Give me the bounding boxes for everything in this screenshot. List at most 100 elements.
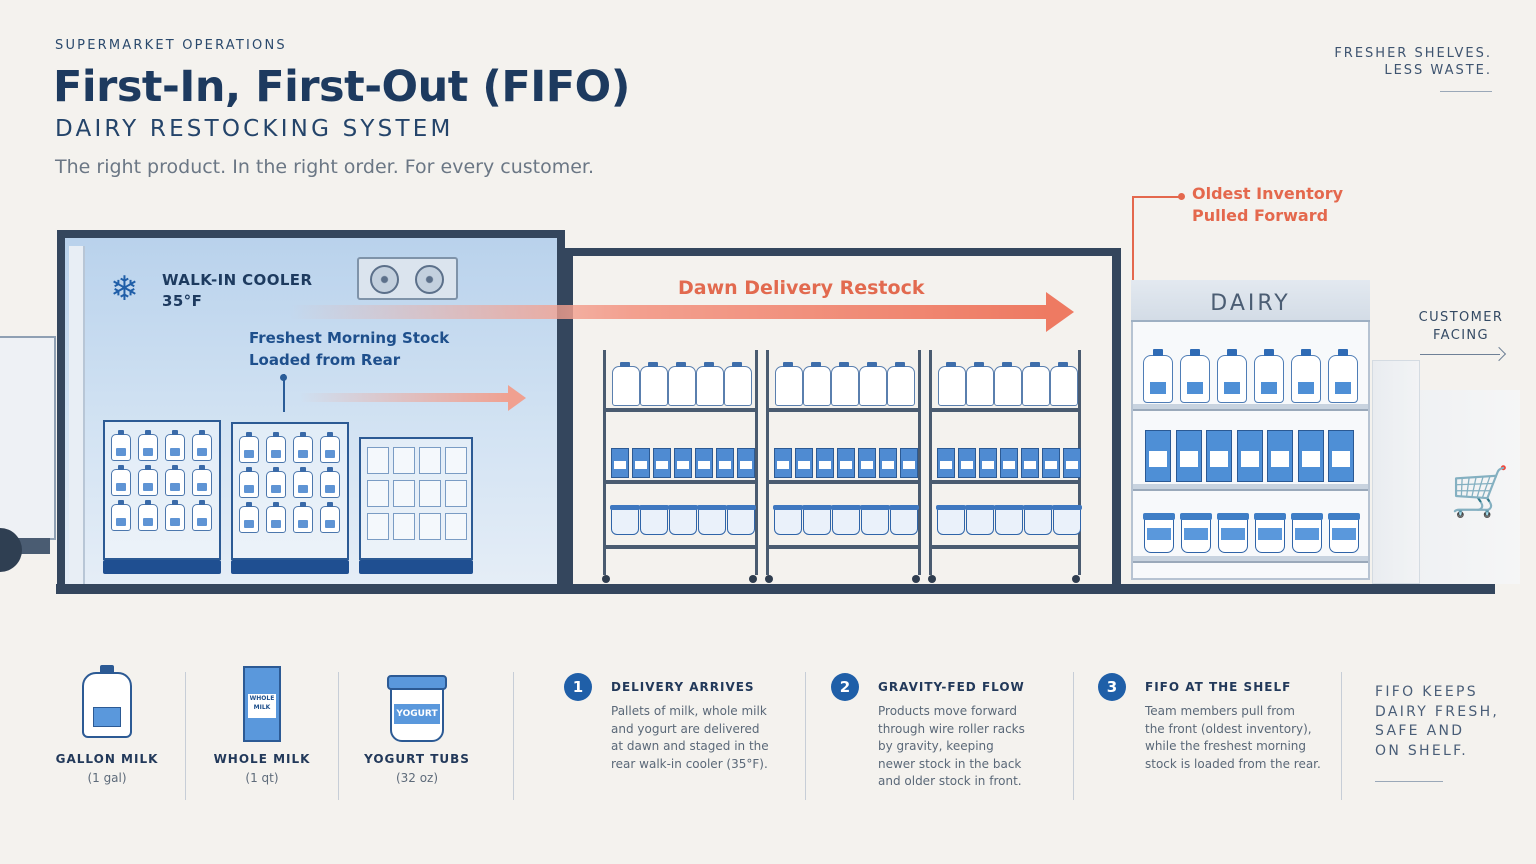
oldest-inventory-callout: Oldest Inventory Pulled Forward [1192, 183, 1343, 227]
step-body-line: by gravity, keeping [878, 739, 994, 754]
yogurt-case-icon [393, 447, 415, 474]
milk-carton-icon [1021, 448, 1039, 478]
step-body-line: Products move forward [878, 704, 1017, 718]
gallon-jug-icon [111, 465, 131, 496]
milk-carton-icon [737, 448, 755, 478]
oldest-callout-dot [1178, 193, 1185, 200]
fresh-stock-callout: Freshest Morning Stock Loaded from Rear [249, 327, 449, 371]
yogurt-tub-icon [610, 505, 640, 535]
dairy-case-header [1131, 280, 1370, 322]
gallon-jug-icon [165, 465, 185, 496]
milk-carton-icon [1236, 430, 1263, 482]
gravity-rack [928, 350, 1082, 583]
gallon-jug-icon [859, 362, 887, 406]
rack-wheel [928, 575, 936, 583]
rack-wheel [912, 575, 920, 583]
step-2-badge: 2 [831, 673, 859, 701]
corner-divider [1440, 91, 1492, 92]
milk-carton-icon [879, 448, 897, 478]
corner-note: FRESHER SHELVES. LESS WASTE. [1334, 45, 1492, 79]
milk-carton-icon [1042, 448, 1060, 478]
gallon-jug-icon [192, 465, 212, 496]
cooler-door-frame [69, 246, 85, 584]
gallon-jug-icon [165, 430, 185, 461]
customer-line-2: FACING [1432, 328, 1490, 343]
milk-carton-icon [1000, 448, 1018, 478]
gallon-jug-icon [165, 500, 185, 531]
gravity-rack [765, 350, 921, 583]
gallon-jug-icon [192, 430, 212, 461]
gallon-jug-icon [724, 362, 752, 406]
gallon-jug-icon [293, 502, 313, 533]
milk-carton-icon [1328, 430, 1354, 482]
floor-line [56, 584, 1495, 594]
closing-line: DAIRY FRESH, [1375, 703, 1500, 720]
gallon-jug-icon [803, 362, 831, 406]
gallon-jug-icon [1180, 349, 1210, 403]
milk-carton-icon [1206, 430, 1232, 482]
tagline: The right product. In the right order. F… [55, 156, 595, 178]
corner-note-line-2: LESS WASTE. [1384, 63, 1492, 78]
gallon-jug-icon [696, 362, 724, 406]
milk-carton-icon [774, 448, 792, 478]
milk-carton-icon [1145, 430, 1171, 482]
gallon-jug-icon [831, 362, 859, 406]
milk-carton-icon [958, 448, 976, 478]
yogurt-tub-icon [1143, 513, 1175, 553]
yogurt-case-icon [419, 480, 441, 507]
milk-carton-icon [653, 448, 671, 478]
gallon-jug-icon [1143, 349, 1173, 403]
loading-arrow-head [508, 385, 526, 411]
rack-shelf [606, 545, 755, 549]
gallon-jug-icon [1217, 349, 1247, 403]
yogurt-tub-icon [1254, 513, 1286, 553]
closing-line: SAFE AND [1375, 723, 1465, 739]
snowflake-icon: ❄ [110, 269, 139, 309]
gallon-jug-icon [138, 500, 158, 531]
rack-wheel [749, 575, 757, 583]
yogurt-tub-icon [802, 505, 832, 535]
gallon-pallet [103, 420, 221, 560]
yogurt-tub-icon [1023, 505, 1053, 535]
milk-carton-icon [243, 666, 281, 742]
rack-shelf [769, 408, 918, 412]
shopping-cart-icon: 🛒 [1450, 464, 1510, 520]
rack-wheel [765, 575, 773, 583]
gallon-jug-icon [1291, 349, 1321, 403]
corner-note-line-1: FRESHER SHELVES. [1334, 46, 1492, 61]
yogurt-case-icon [367, 480, 389, 507]
step-body-line: and older stock in front. [878, 774, 1022, 789]
gallon-jug-icon [239, 467, 259, 498]
gallon-jug-icon [320, 502, 340, 533]
store-aisle [1372, 360, 1420, 584]
dairy-case-title: DAIRY [1210, 291, 1291, 316]
step-3-body: Team members pull from the front (oldest… [1145, 703, 1321, 773]
step-body-line: at dawn and staged in the [611, 739, 769, 754]
milk-carton-icon [632, 448, 650, 478]
step-3-title: FIFO AT THE SHELF [1145, 680, 1292, 694]
loading-arrow [300, 393, 512, 402]
step-1-body: Pallets of milk, whole milk and yogurt a… [611, 703, 769, 773]
step-2-body: Products move forward through wire rolle… [878, 703, 1025, 791]
gallon-jug-icon [775, 362, 803, 406]
closing-line: ON SHELF. [1375, 742, 1468, 759]
step-body-line: Team members pull from [1145, 704, 1295, 718]
restock-arrow-head [1046, 292, 1074, 332]
oldest-line-2: Pulled Forward [1192, 206, 1329, 225]
yogurt-tub-icon [387, 675, 447, 742]
rack-wheel [602, 575, 610, 583]
rack-shelf [769, 480, 918, 484]
page-subtitle: DAIRY RESTOCKING SYSTEM [55, 116, 454, 142]
yogurt-tub-icon [889, 505, 919, 535]
step-1-badge: 1 [564, 673, 592, 701]
gallon-jug-icon [1050, 362, 1078, 406]
step-body-line: newer stock in the back [878, 756, 1022, 771]
step-2-title: GRAVITY-FED FLOW [878, 680, 1025, 694]
delivery-truck [0, 336, 56, 540]
yogurt-tub-icon [1291, 513, 1323, 553]
rack-shelf [932, 480, 1078, 484]
milk-carton-icon [1267, 430, 1293, 482]
sales-floor-wall [1112, 248, 1121, 594]
step-body-line: and yogurt are delivered [611, 721, 760, 736]
yogurt-tub-icon [668, 505, 698, 535]
